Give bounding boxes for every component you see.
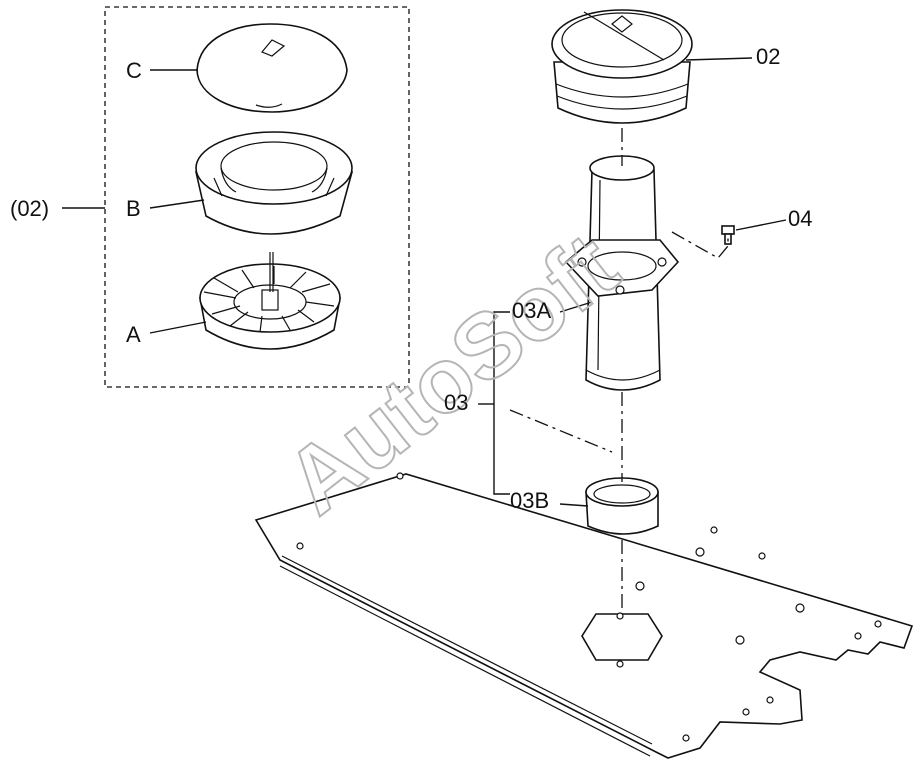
callout-03b: 03B [510, 488, 549, 513]
part-a-finned-base [199, 252, 341, 350]
callout-a: A [126, 322, 141, 347]
callout-04: 04 [788, 206, 812, 231]
part-b-cone-ring [194, 131, 354, 235]
part-02-head-cover [551, 9, 693, 124]
callout-b: B [126, 196, 141, 221]
base-plate [254, 472, 914, 759]
part-03a-tube-flange [564, 155, 680, 391]
watermark-text: AutoSoft [268, 214, 637, 533]
leader-lines [62, 57, 787, 507]
assembly-lines [509, 128, 729, 614]
callout-03a: 03A [512, 298, 551, 323]
part-c-dome-cap [196, 23, 348, 113]
callout-03: 03 [444, 390, 468, 415]
callout-c: C [126, 58, 142, 83]
callout-assembly-02: (02) [10, 196, 49, 221]
part-03b-sleeve [585, 477, 659, 535]
callout-02: 02 [756, 44, 780, 69]
